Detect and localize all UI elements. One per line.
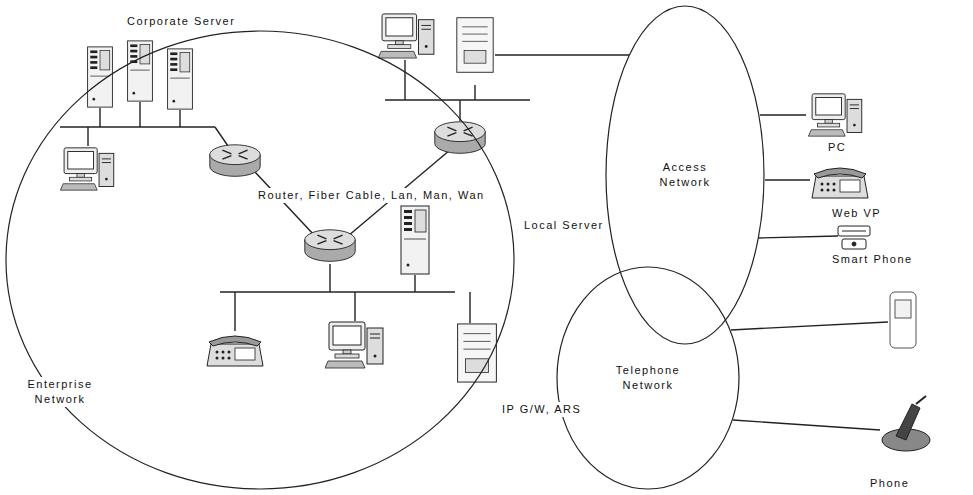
network-ellipse: Telephone Network xyxy=(556,266,740,490)
pc-icon xyxy=(378,14,434,58)
ellipse-border xyxy=(606,6,764,344)
smart-phone-icon xyxy=(838,226,870,249)
network-label: Access Network xyxy=(646,160,724,190)
corporate-servers xyxy=(88,41,193,109)
ellipse-border xyxy=(557,267,739,489)
server-tower xyxy=(128,41,153,101)
network-wires xyxy=(60,55,888,430)
server-device xyxy=(457,18,493,73)
router-icon xyxy=(305,230,355,261)
device-label: Phone xyxy=(868,476,911,491)
ellipse-border xyxy=(6,31,514,489)
network-label: Enterprise Network xyxy=(12,377,108,407)
pc-icon xyxy=(808,94,861,136)
web-phone-icon xyxy=(812,168,868,198)
server-tower xyxy=(168,49,193,109)
pc-icon xyxy=(325,322,383,368)
cordless-phone-icon xyxy=(882,396,930,451)
device-label: PC xyxy=(826,140,848,155)
gateway-icon xyxy=(458,324,497,382)
network-ellipse: Enterprise Network xyxy=(5,30,515,490)
router-icon xyxy=(210,145,260,177)
device-label: Corporate Server xyxy=(125,14,237,29)
network-label: Telephone Network xyxy=(604,363,692,393)
device-label: Smart Phone xyxy=(830,252,915,267)
device-label: Local Server xyxy=(522,218,606,233)
network-ellipse: Access Network xyxy=(605,5,765,345)
server-tower xyxy=(88,47,113,107)
local-server-icon xyxy=(401,206,429,274)
desk-phone-icon xyxy=(207,336,263,366)
device-label: Router, Fiber Cable, Lan, Man, Wan xyxy=(256,188,487,203)
pc-icon xyxy=(60,148,113,190)
mobile-phone-icon xyxy=(890,292,916,348)
device-label: IP G/W, ARS xyxy=(500,402,583,417)
device-label: Web VP xyxy=(830,206,883,221)
ellipse-outline xyxy=(5,30,515,490)
router-icon xyxy=(435,122,485,154)
